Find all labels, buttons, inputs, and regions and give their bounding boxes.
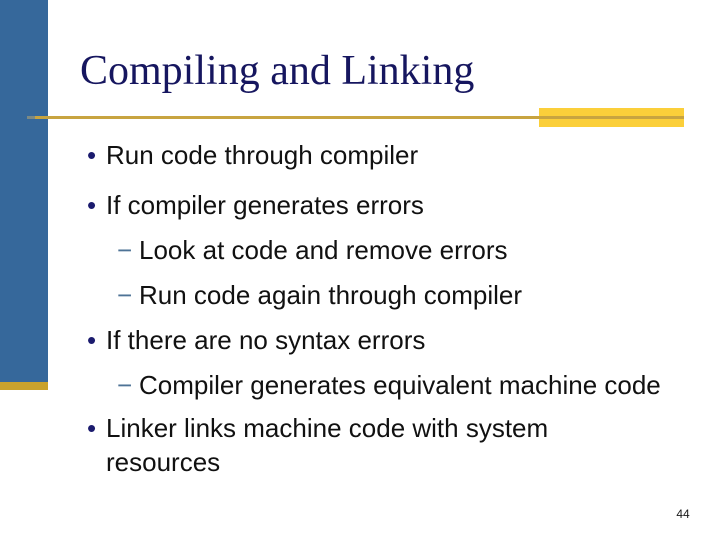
dash-bullet-icon: − — [117, 235, 133, 265]
sidebar-gold-strip — [0, 382, 48, 390]
sub-bullet-item: − Compiler generates equivalent machine … — [117, 368, 687, 402]
bullet-dot-icon: • — [87, 190, 97, 220]
bullet-item: • If there are no syntax errors — [87, 323, 667, 357]
dash-bullet-icon: − — [117, 280, 133, 310]
bullet-text: If compiler generates errors — [106, 190, 424, 220]
dash-bullet-icon: − — [117, 370, 133, 400]
sub-bullet-item: − Look at code and remove errors — [117, 233, 687, 267]
sub-bullet-text: Look at code and remove errors — [139, 235, 508, 265]
bullet-item: • Run code through compiler — [87, 138, 667, 172]
slide-title: Compiling and Linking — [80, 48, 475, 94]
bullet-dot-icon: • — [87, 140, 97, 170]
sub-bullet-text: Run code again through compiler — [139, 280, 523, 310]
bullet-item: • If compiler generates errors — [87, 188, 667, 222]
bullet-text: Run code through compiler — [106, 140, 419, 170]
bullet-text: Linker links machine code with system re… — [106, 413, 549, 477]
bullet-dot-icon: • — [87, 413, 97, 443]
title-underline-start-cap — [27, 116, 35, 119]
bullet-dot-icon: • — [87, 325, 97, 355]
bullet-text: If there are no syntax errors — [106, 325, 426, 355]
bullet-item: • Linker links machine code with system … — [87, 411, 667, 479]
title-underline-rule — [27, 116, 684, 119]
sub-bullet-item: − Run code again through compiler — [117, 278, 687, 312]
sidebar-blue-bar — [0, 0, 48, 382]
sub-bullet-text: Compiler generates equivalent machine co… — [139, 370, 661, 400]
page-number: 44 — [676, 507, 690, 521]
